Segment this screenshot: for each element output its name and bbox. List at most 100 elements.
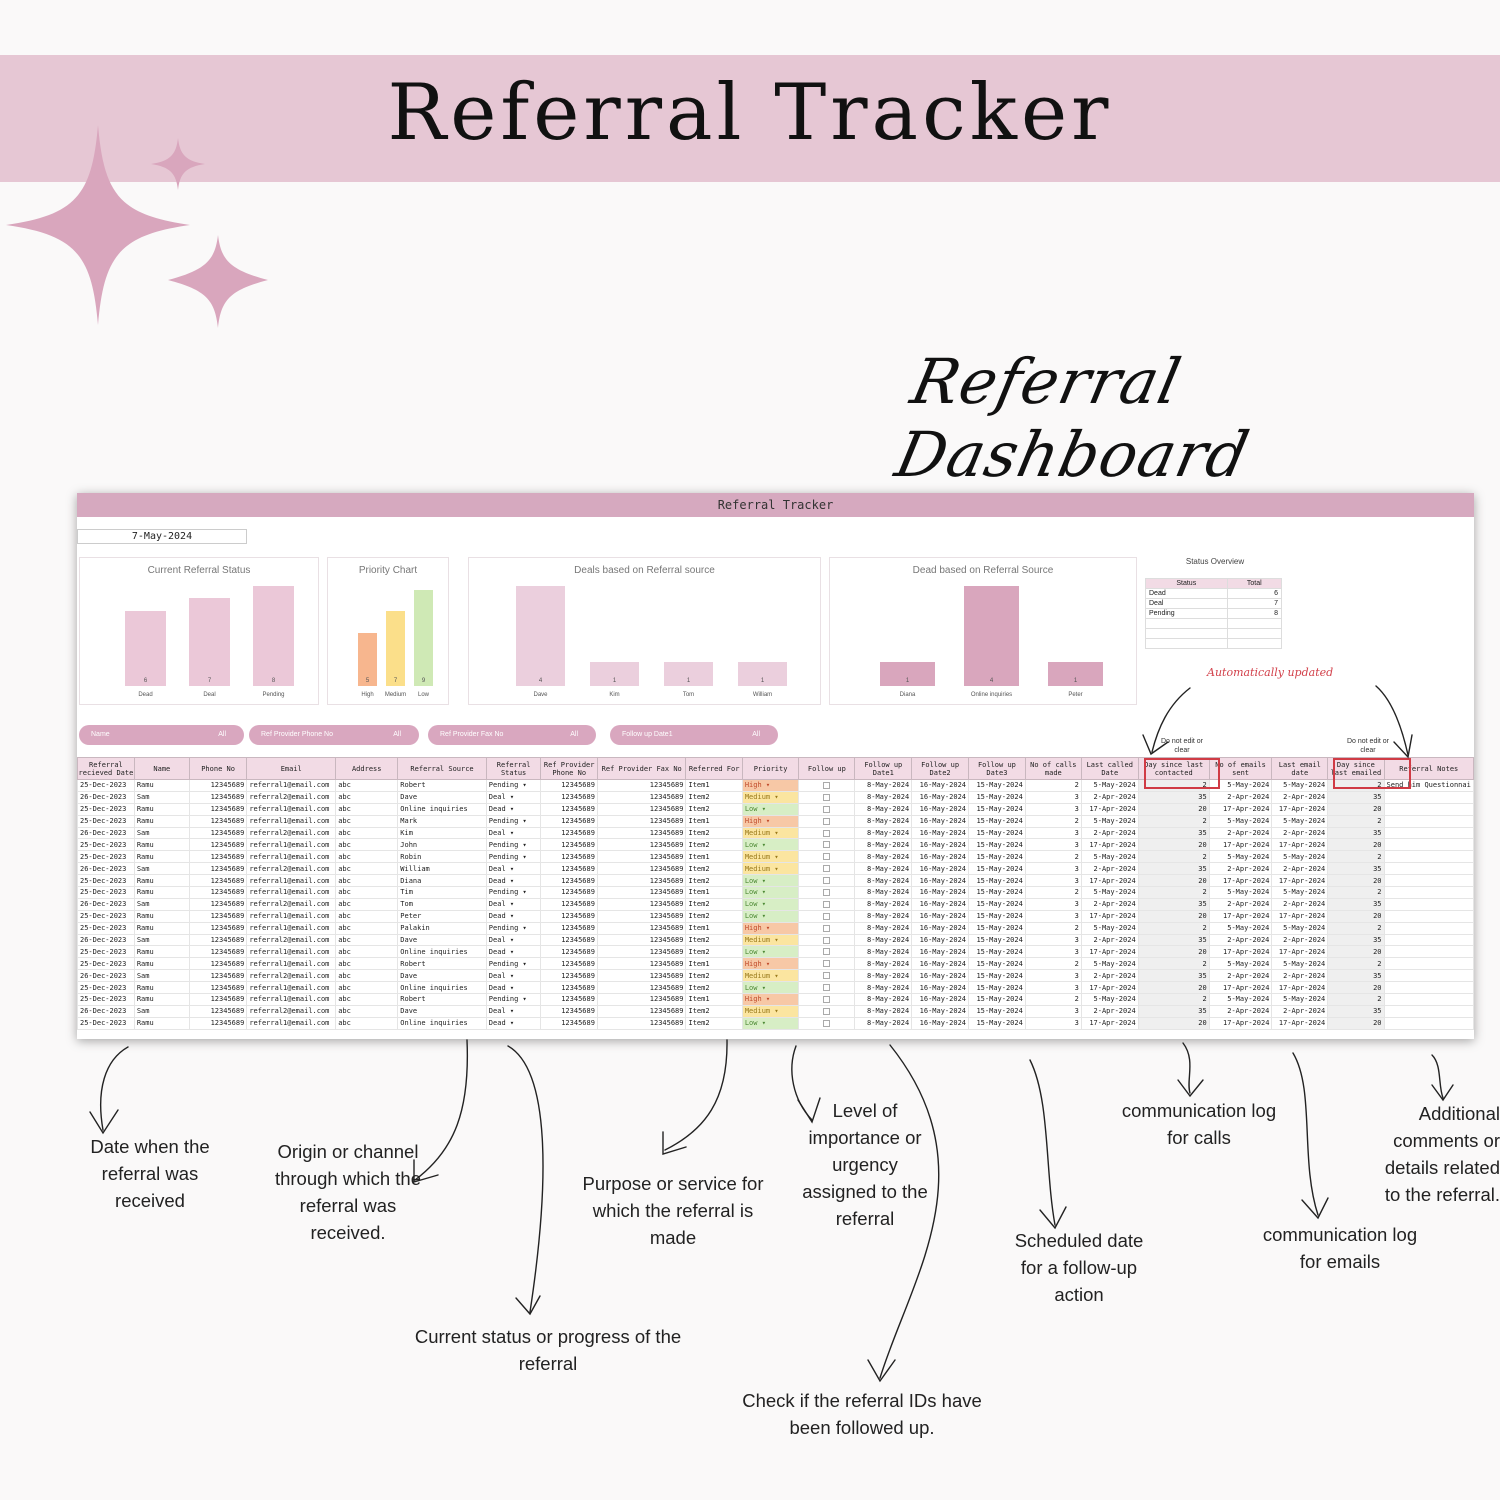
follow-up-checkbox[interactable]: [823, 829, 831, 837]
table-cell[interactable]: High ▾: [741, 993, 800, 1006]
table-cell[interactable]: 35: [1327, 790, 1385, 804]
follow-up-checkbox[interactable]: [823, 948, 831, 956]
column-header[interactable]: Ref Provider Fax No: [596, 757, 687, 780]
follow-up-checkbox[interactable]: [823, 924, 831, 932]
follow-up-checkbox[interactable]: [823, 972, 831, 980]
column-header[interactable]: Email: [246, 757, 337, 780]
table-cell[interactable]: Medium ▾: [741, 850, 800, 864]
spreadsheet-dashboard: Referral Tracker 7-May-2024 Current Refe…: [77, 493, 1474, 1039]
follow-up-checkbox[interactable]: [823, 900, 831, 908]
table-cell[interactable]: 12345689: [596, 1016, 687, 1030]
table-cell[interactable]: 35: [1137, 862, 1210, 876]
table-cell[interactable]: Medium ▾: [741, 826, 800, 840]
follow-up-checkbox[interactable]: [823, 1019, 831, 1027]
follow-up-checkbox[interactable]: [823, 984, 831, 992]
table-cell[interactable]: [798, 909, 856, 923]
chart-bar: 1: [590, 662, 639, 686]
table-cell[interactable]: Low ▾: [741, 1016, 800, 1030]
table-cell[interactable]: 20: [1137, 874, 1210, 888]
column-header[interactable]: Follow up Date1: [854, 757, 913, 780]
column-header[interactable]: Referral Notes: [1383, 757, 1474, 780]
bar-value: 1: [1073, 678, 1078, 684]
column-header[interactable]: Ref Provider Phone No: [540, 757, 598, 780]
follow-up-checkbox[interactable]: [823, 1007, 831, 1015]
chart-bar: 4: [964, 586, 1019, 686]
table-cell[interactable]: 12345689: [540, 1016, 598, 1030]
current-date[interactable]: 7-May-2024: [77, 529, 247, 544]
follow-up-checkbox[interactable]: [823, 817, 831, 825]
follow-up-checkbox[interactable]: [823, 793, 831, 801]
table-cell[interactable]: 35: [1137, 933, 1210, 947]
table-cell[interactable]: Item2: [685, 1016, 743, 1030]
table-cell[interactable]: abc: [335, 814, 399, 828]
follow-up-checkbox[interactable]: [823, 912, 831, 920]
follow-up-checkbox[interactable]: [823, 865, 831, 873]
column-header[interactable]: Follow up Date3: [968, 757, 1026, 780]
column-header[interactable]: Referral Source: [397, 757, 487, 780]
follow-up-checkbox[interactable]: [823, 960, 831, 968]
column-header[interactable]: No of calls made: [1024, 757, 1082, 780]
chart-bar: 6: [125, 611, 166, 686]
follow-up-checkbox[interactable]: [823, 853, 831, 861]
follow-up-checkbox[interactable]: [823, 888, 831, 896]
table-cell[interactable]: abc: [335, 1016, 399, 1030]
table-cell[interactable]: 8-May-2024: [854, 1016, 913, 1030]
column-header[interactable]: Last called Date: [1080, 757, 1139, 780]
table-cell[interactable]: High ▾: [741, 957, 800, 971]
page-title: Referral Tracker: [387, 68, 1113, 158]
follow-up-checkbox[interactable]: [823, 841, 831, 849]
follow-up-checkbox[interactable]: [823, 877, 831, 885]
table-cell[interactable]: 3: [1024, 1016, 1082, 1030]
table-cell[interactable]: 12345689: [540, 945, 598, 959]
column-header[interactable]: Referral Status: [485, 757, 542, 780]
table-cell[interactable]: 35: [1137, 790, 1210, 804]
x-tick-label: Deal: [203, 692, 216, 698]
column-header[interactable]: Phone No: [188, 757, 248, 780]
table-cell[interactable]: 20: [1327, 1016, 1385, 1030]
table-cell[interactable]: 15-May-2024: [968, 1016, 1026, 1030]
table-cell[interactable]: Online inquiries: [397, 1016, 487, 1030]
column-header[interactable]: Address: [335, 757, 399, 780]
column-header[interactable]: Priority: [741, 757, 800, 780]
column-header[interactable]: Referral recieved Date: [77, 757, 135, 780]
column-header[interactable]: Name: [133, 757, 190, 780]
x-tick-label: Pending: [262, 692, 285, 698]
bar-value: 6: [143, 678, 148, 684]
table-cell[interactable]: 20: [1327, 945, 1385, 959]
bar-value: 7: [207, 678, 212, 684]
column-header[interactable]: Last email date: [1271, 757, 1329, 780]
column-header[interactable]: Referred For: [685, 757, 743, 780]
follow-up-checkbox[interactable]: [823, 936, 831, 944]
column-header[interactable]: Day since last contacted: [1137, 757, 1210, 780]
chart-title: Priority Chart: [358, 565, 418, 576]
follow-up-checkbox[interactable]: [823, 995, 831, 1003]
table-cell[interactable]: High ▾: [741, 921, 800, 935]
table-cell[interactable]: 17-Apr-2024: [1080, 1016, 1139, 1030]
table-cell[interactable]: [798, 1016, 856, 1030]
table-cell[interactable]: 20: [1137, 1016, 1210, 1030]
table-cell[interactable]: 12345689: [188, 1016, 248, 1030]
table-cell[interactable]: [1383, 1016, 1474, 1030]
follow-up-checkbox[interactable]: [823, 781, 831, 789]
table-cell[interactable]: Medium ▾: [741, 933, 800, 947]
follow-up-checkbox[interactable]: [823, 805, 831, 813]
column-header[interactable]: Follow up: [798, 757, 856, 780]
